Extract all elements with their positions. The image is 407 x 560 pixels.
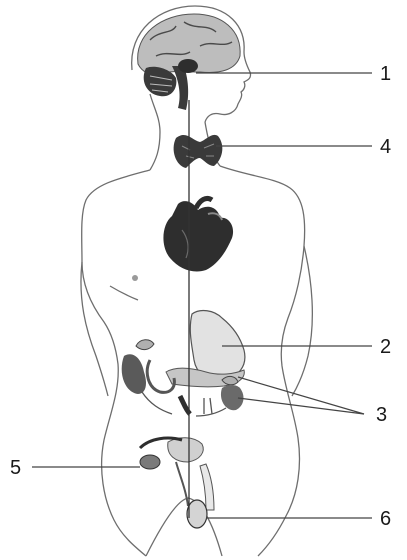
label-1: 1 (380, 63, 391, 85)
thyroid (174, 135, 223, 168)
right-arm (292, 246, 312, 396)
body-outline (81, 6, 312, 556)
kidney-right (221, 385, 244, 410)
leader-3a (238, 377, 364, 414)
label-3: 3 (376, 404, 387, 426)
prostate-gland (140, 455, 160, 469)
label-4: 4 (380, 136, 391, 158)
leader-3b (238, 398, 364, 414)
neck-left (150, 94, 160, 170)
pituitary-gland (178, 59, 198, 73)
label-2: 2 (380, 336, 391, 358)
adrenal-left (136, 340, 154, 350)
label-6: 6 (380, 508, 391, 530)
callout-labels: 1 4 2 3 5 6 (10, 63, 391, 530)
testis (187, 500, 207, 528)
kidney-left (122, 354, 146, 394)
bladder (168, 438, 203, 462)
brain (138, 14, 241, 110)
digestive-organs (122, 311, 245, 416)
heart (163, 198, 233, 271)
reproductive-organs (140, 438, 214, 528)
urethra (176, 462, 188, 506)
label-5: 5 (10, 457, 21, 479)
chest-line (110, 286, 138, 300)
nipple (132, 275, 138, 281)
